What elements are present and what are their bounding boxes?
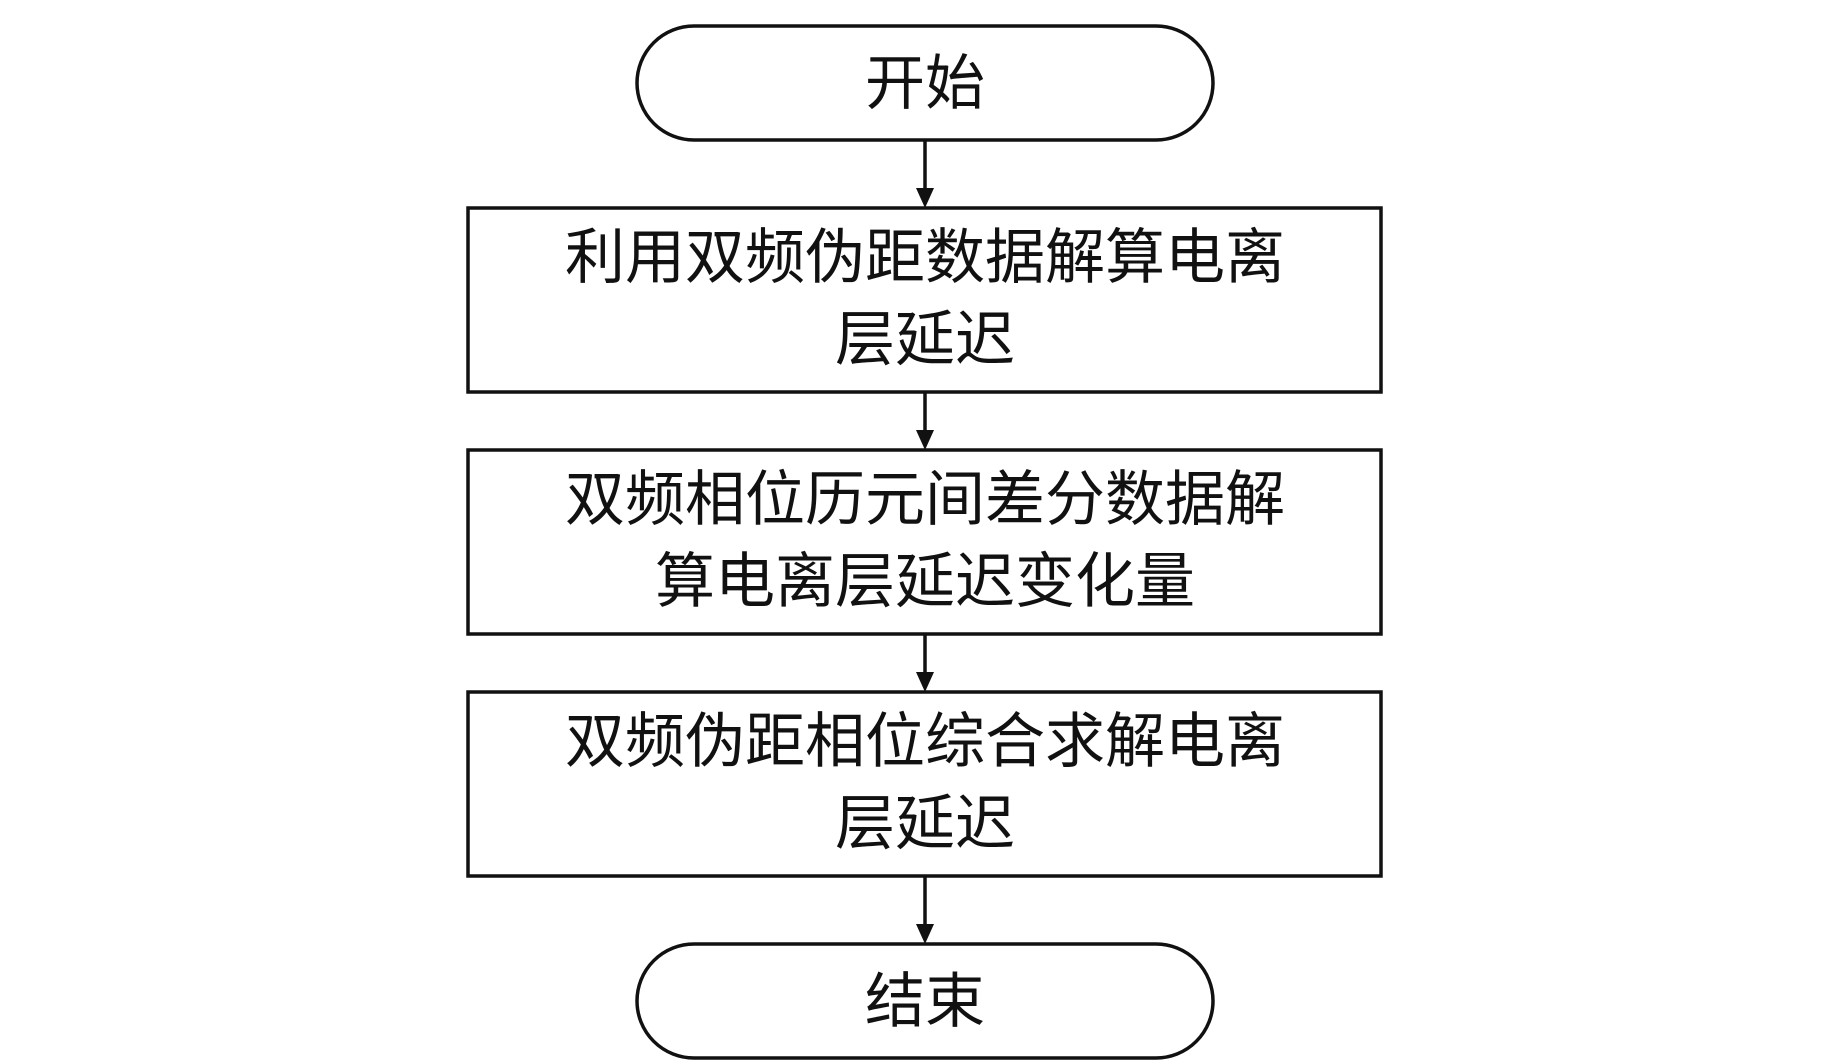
- arrow-step1-to-step2: [916, 392, 934, 450]
- step3-label-line1: 双频伪距相位综合求解电离: [565, 707, 1285, 777]
- arrowhead: [916, 188, 934, 208]
- step1-process-box: [466, 206, 1383, 394]
- step3-process-box: [466, 690, 1383, 878]
- end-terminal-shape: [635, 942, 1215, 1060]
- step2-node: 双频相位历元间差分数据解 算电离层延迟变化量: [466, 448, 1383, 636]
- arrowhead: [916, 672, 934, 692]
- arrow-step2-to-step3: [916, 634, 934, 692]
- arrow-start-to-step1: [916, 140, 934, 208]
- step1-label-line2: 层延迟: [835, 305, 1015, 375]
- step2-label-line1: 双频相位历元间差分数据解: [565, 465, 1285, 535]
- start-label: 开始: [865, 49, 985, 119]
- step1-node: 利用双频伪距数据解算电离 层延迟: [466, 206, 1383, 394]
- arrow-step3-to-end: [916, 876, 934, 944]
- end-label: 结束: [865, 967, 985, 1037]
- step2-label-line2: 算电离层延迟变化量: [655, 547, 1195, 617]
- arrowhead: [916, 430, 934, 450]
- step3-label-line2: 层延迟: [835, 789, 1015, 859]
- end-node: 结束: [635, 942, 1215, 1060]
- step1-label-line1: 利用双频伪距数据解算电离: [565, 223, 1285, 293]
- start-node: 开始: [635, 24, 1215, 142]
- step3-node: 双频伪距相位综合求解电离 层延迟: [466, 690, 1383, 878]
- arrowhead: [916, 924, 934, 944]
